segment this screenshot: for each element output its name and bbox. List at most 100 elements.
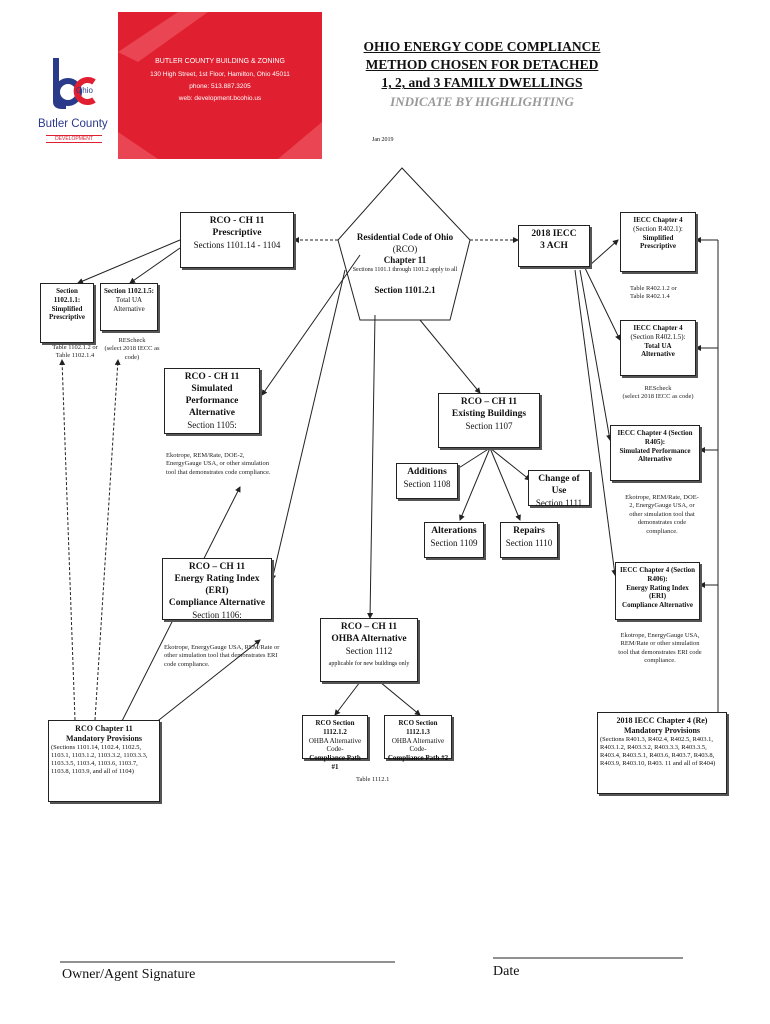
logo-name: Butler County [38, 118, 108, 130]
rco-simulated-box: RCO - CH 11 Simulated Performance Altern… [164, 368, 260, 434]
rco-totalua-l2: Total UA [115, 295, 143, 304]
path1-l3: Compliance Path #1 [309, 754, 361, 771]
iecc-simulated-box: IECC Chapter 4 (Section R405): Simulated… [610, 425, 700, 481]
change-l2: Section 1111 [535, 497, 583, 508]
rco-ohba-l2: OHBA Alternative [331, 633, 407, 644]
rco-ohba-box: RCO – CH 11 OHBA Alternative Section 111… [320, 618, 418, 682]
iecc-simulated-l4: Alternative [638, 455, 672, 464]
iecc-eri-l2: R406): [647, 574, 668, 583]
rco-prescriptive-l2: Prescriptive [212, 227, 262, 238]
iecc-simplified-l3: Simplified [642, 233, 674, 242]
rco-totalua-note1: REScheck [118, 337, 146, 344]
ohba-path1-box: RCO Section 1112.1.2 OHBA Alternative Co… [302, 715, 368, 771]
mandatory-l1: RCO Chapter 11 [75, 724, 133, 733]
rco-totalua-l1: Section 1102.1.5: [104, 287, 154, 295]
logo-sub: DEVELOPMENT [46, 135, 102, 143]
iecc-eri-note: Ekotrope, EnergyGauge USA, REM/Rate or o… [618, 632, 702, 665]
rco-existing-l3: Section 1107 [465, 420, 513, 431]
iecc-mandatory-box: 2018 IECC Chapter 4 (Re) Mandatory Provi… [597, 712, 727, 794]
center-title: Residential Code of Ohio [356, 232, 454, 242]
rco-eri-l3: Compliance Alternative [168, 597, 266, 608]
title-line1: OHIO ENERGY CODE COMPLIANCE [363, 39, 601, 54]
banner-line4: web: development.bcohio.us [178, 95, 262, 102]
path-note: Table 1112.1 [356, 776, 390, 783]
mandatory-l2: Mandatory Provisions [65, 734, 143, 743]
banner-line3: phone: 513.887.3205 [189, 83, 251, 90]
rco-eri-l2: Energy Rating Index (ERI) [174, 573, 260, 596]
rco-eri-box: RCO – CH 11 Energy Rating Index (ERI) Co… [162, 558, 272, 620]
banner-line1: BUTLER COUNTY BUILDING & ZONING [155, 58, 285, 65]
rco-totalua-l3: Alternative [113, 304, 145, 313]
additions-box: Additions Section 1108 [396, 463, 458, 499]
rco-prescriptive-box: RCO - CH 11 Prescriptive Sections 1101.1… [180, 212, 294, 268]
iecc-simplified-l4: Prescriptive [639, 242, 677, 251]
rco-totalua-box: Section 1102.1.5: Total UA Alternative [100, 283, 158, 331]
rco-prescriptive-l1: RCO - CH 11 [209, 216, 265, 226]
alterations-l1: Alterations [431, 526, 477, 536]
rco-simplified-note1: Table 1102.1.2 or [52, 344, 98, 351]
iecc-simplified-note2: Table R402.1.4 [630, 293, 670, 301]
logo-ohio: Ohio [76, 86, 93, 95]
path1-l2: OHBA Alternative Code- [308, 736, 362, 754]
alterations-box: Alterations Section 1109 [424, 522, 484, 558]
change-l1: Change of Use [538, 474, 580, 496]
mandatory-l3: (Sections 1101.14, 1102.4, 1102.5, 1103.… [51, 744, 148, 776]
rco-simplified-note2: Table 1102.1.4 [55, 352, 95, 360]
rco-simulated-l1: RCO - CH 11 [184, 372, 240, 382]
iecc-totalua-l4: Alternative [641, 350, 675, 359]
iecc-totalua-l2: (Section R402.1.5): [630, 332, 686, 341]
alterations-l2: Section 1109 [430, 537, 478, 548]
iecc-mandatory-l2: Mandatory Provisions [623, 726, 701, 735]
iecc-simplified-l2: (Section R402.1): [633, 224, 683, 233]
center-rco-abbr: (RCO) [392, 243, 418, 254]
title-date: Jan 2019 [372, 137, 394, 143]
rco-existing-box: RCO – CH 11 Existing Buildings Section 1… [438, 393, 540, 448]
iecc-simulated-l3: Simulated Performance [619, 446, 691, 455]
rco-simulated-l2: Simulated Performance [185, 383, 239, 406]
path2-l1: RCO Section 1112.1.3 [398, 719, 438, 736]
rco-simulated-l4: Section 1105: [187, 419, 237, 430]
additions-l2: Section 1108 [403, 478, 451, 489]
center-rco: Residential Code of Ohio (RCO) Chapter 1… [345, 232, 465, 297]
title-line4: INDICATE BY HIGHLIGHTING [390, 93, 574, 109]
rco-eri-l1: RCO – CH 11 [188, 562, 246, 572]
rco-ohba-note: applicable for new buildings only [328, 661, 410, 667]
rco-ohba-l3: Section 1112 [345, 645, 393, 656]
iecc-simulated-note: Ekotrope, REM/Rate, DOE-2, EnergyGauge U… [625, 494, 699, 535]
rco-mandatory-box: RCO Chapter 11 Mandatory Provisions (Sec… [48, 720, 160, 802]
iecc-mandatory-l3: (Sections R401.3, R402.4, R402.5, R403.1… [600, 736, 716, 768]
banner-line2: 130 High Street, 1st Floor, Hamilton, Oh… [150, 71, 290, 78]
rco-simplified-l1: Section 1102.1.1: [53, 287, 81, 304]
rco-eri-l4: Section 1106: [192, 609, 242, 620]
additions-l1: Additions [407, 467, 447, 477]
iecc-totalua-note1: REScheck [644, 385, 672, 392]
center-section: Section 1101.2.1 [374, 284, 436, 295]
rco-simplified-l2: Simplified [51, 304, 83, 313]
title-line2: METHOD CHOSEN FOR DETACHED [365, 57, 599, 73]
iecc-eri-l1: IECC Chapter 4 (Section [619, 566, 696, 574]
bc-logo-icon [53, 58, 96, 109]
iecc-totalua-l1: IECC Chapter 4 [633, 324, 683, 332]
path2-l2: OHBA Alternative Code- [391, 736, 445, 754]
title-line3: 1, 2, and 3 FAMILY DWELLINGS [381, 75, 583, 91]
iecc-eri-box: IECC Chapter 4 (Section R406): Energy Ra… [615, 562, 700, 620]
owner-signature-label: Owner/Agent Signature [62, 967, 196, 982]
butler-county-logo: Ohio Butler County DEVELOPMENT [38, 50, 108, 160]
banner-pattern [118, 12, 322, 159]
iecc-simulated-l2: R405): [644, 437, 666, 446]
iecc-simplified-note1: Table R402.1.2 or [630, 285, 677, 292]
iecc-simplified-l1: IECC Chapter 4 [633, 216, 683, 224]
rco-eri-note: Ekotrope, EnergyGauge USA, REM/Rate or o… [164, 644, 280, 668]
rco-prescriptive-l3: Sections 1101.14 - 1104 [193, 239, 281, 250]
rco-ohba-l1: RCO – CH 11 [340, 622, 398, 632]
rco-existing-l2: Existing Buildings [451, 408, 527, 419]
iecc-l2: 3 ACH [540, 240, 568, 251]
path2-l3: Compliance Path #2 [387, 754, 449, 762]
form-title: OHIO ENERGY CODE COMPLIANCE METHOD CHOSE… [362, 38, 602, 110]
iecc-eri-l3: Energy Rating Index (ERI) [626, 583, 689, 601]
repairs-l1: Repairs [513, 526, 545, 536]
iecc-totalua-note2: (select 2018 IECC as code) [622, 393, 694, 401]
repairs-box: Repairs Section 1110 [500, 522, 558, 558]
iecc-simulated-l1: IECC Chapter 4 (Section [617, 429, 693, 437]
